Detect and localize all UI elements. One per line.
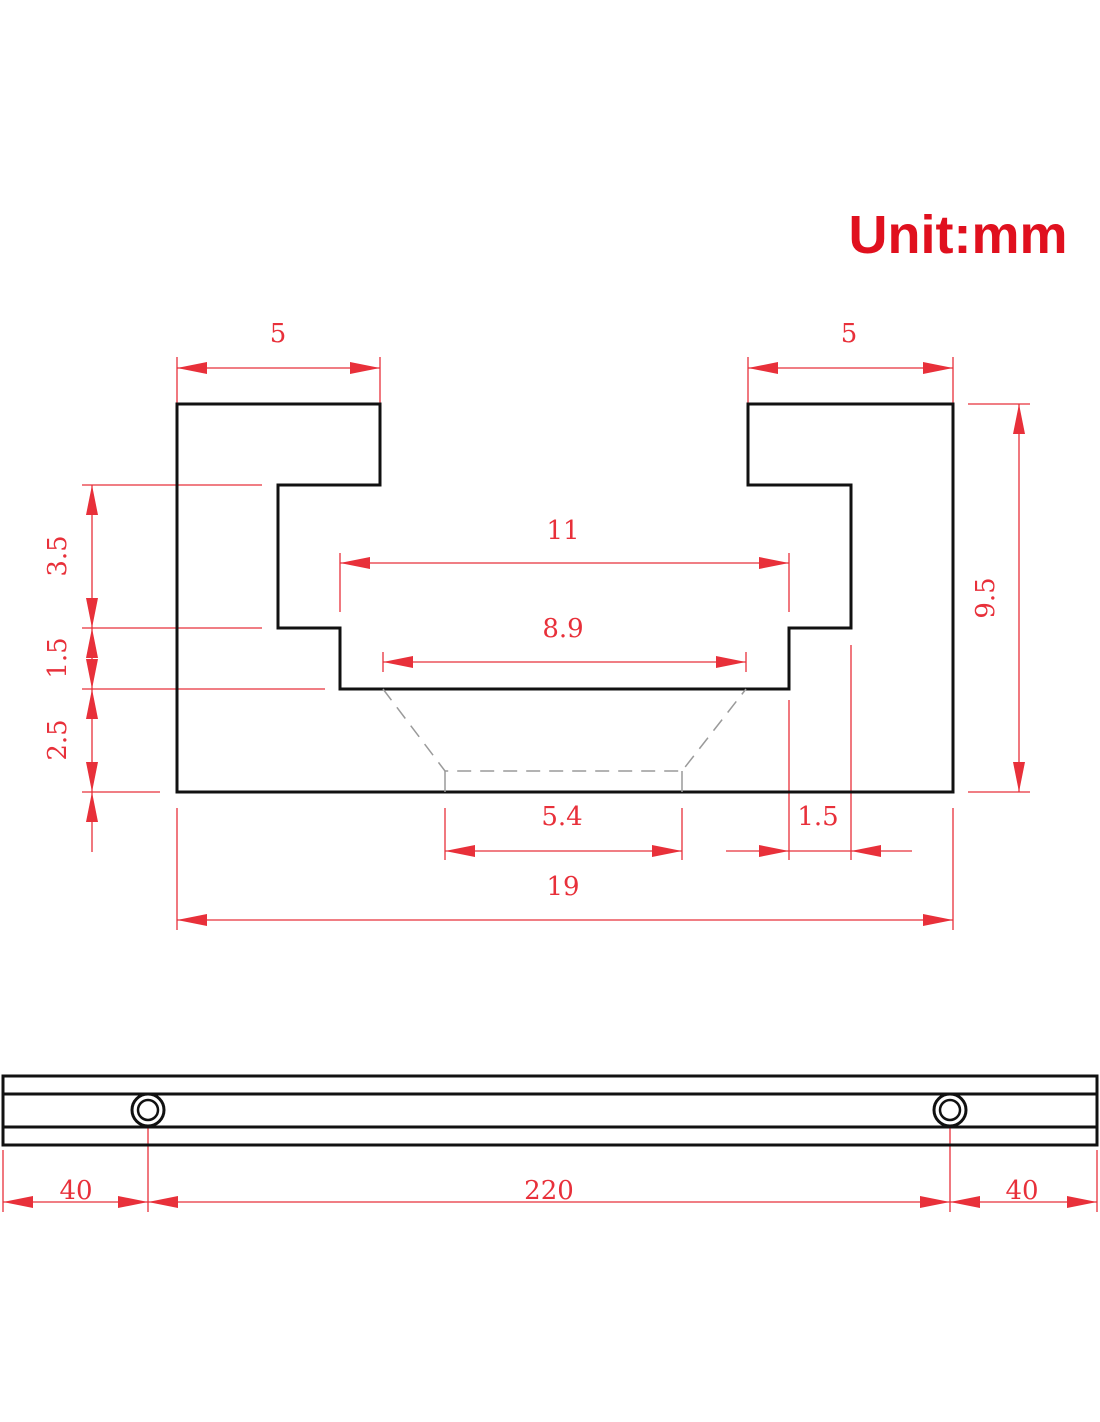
arrowhead <box>950 1196 980 1208</box>
dim-hole-spacing: 220 <box>524 1176 574 1206</box>
dim-left-hole-offset: 40 <box>59 1176 92 1206</box>
arrowhead <box>923 362 953 374</box>
arrowhead <box>759 845 789 857</box>
dimension-lines <box>2 357 1098 1212</box>
arrowhead <box>148 1196 178 1208</box>
track-top-outline <box>1 1074 1099 1147</box>
arrowhead <box>86 762 98 792</box>
arrowhead <box>1013 404 1025 434</box>
arrowhead <box>3 1196 33 1208</box>
arrowhead <box>86 598 98 628</box>
arrowhead <box>340 557 370 569</box>
arrowhead <box>383 656 413 668</box>
mounting-hole-right <box>932 1092 968 1128</box>
dim-overall-height: 9.5 <box>971 577 1001 618</box>
arrowhead <box>86 792 98 822</box>
dim-inner-slot-width: 11 <box>546 516 579 546</box>
mounting-hole-left <box>130 1092 166 1128</box>
dim-overall-width: 19 <box>546 872 579 902</box>
dim-right-hole-offset: 40 <box>1005 1176 1038 1206</box>
arrowhead <box>716 656 746 668</box>
arrowhead <box>1013 762 1025 792</box>
arrowhead <box>445 845 475 857</box>
dim-step-height: 1.5 <box>43 637 73 678</box>
arrowhead <box>759 557 789 569</box>
arrowhead <box>748 362 778 374</box>
countersink-hidden-line <box>382 688 747 772</box>
dim-lip-height: 3.5 <box>43 535 73 576</box>
dim-side-wall-offset: 1.5 <box>797 802 838 832</box>
dimension-labels: 5 5 11 8.9 5.4 1.5 19 9.5 3.5 1.5 2.5 40… <box>43 319 1039 1206</box>
dim-base-height: 2.5 <box>43 719 73 760</box>
arrowhead <box>86 628 98 658</box>
dim-top-right-width: 5 <box>841 319 858 349</box>
arrowhead <box>350 362 380 374</box>
arrowhead <box>923 914 953 926</box>
dim-top-left-width: 5 <box>270 319 287 349</box>
t-track-profile-outline <box>175 402 955 794</box>
arrowhead <box>652 845 682 857</box>
hole-hidden-edges <box>444 771 683 792</box>
dim-bottom-hole-width: 5.4 <box>541 802 582 832</box>
arrowhead <box>118 1196 148 1208</box>
arrowhead <box>920 1196 950 1208</box>
top-view <box>1 1074 1099 1147</box>
arrowhead <box>1067 1196 1097 1208</box>
arrowhead <box>177 914 207 926</box>
arrowhead <box>851 845 881 857</box>
arrowhead <box>86 485 98 515</box>
unit-label: Unit:mm <box>849 205 1068 265</box>
arrowhead <box>86 659 98 689</box>
dim-slot-opening-width: 8.9 <box>542 614 583 644</box>
arrowhead <box>86 689 98 719</box>
arrowhead <box>177 362 207 374</box>
